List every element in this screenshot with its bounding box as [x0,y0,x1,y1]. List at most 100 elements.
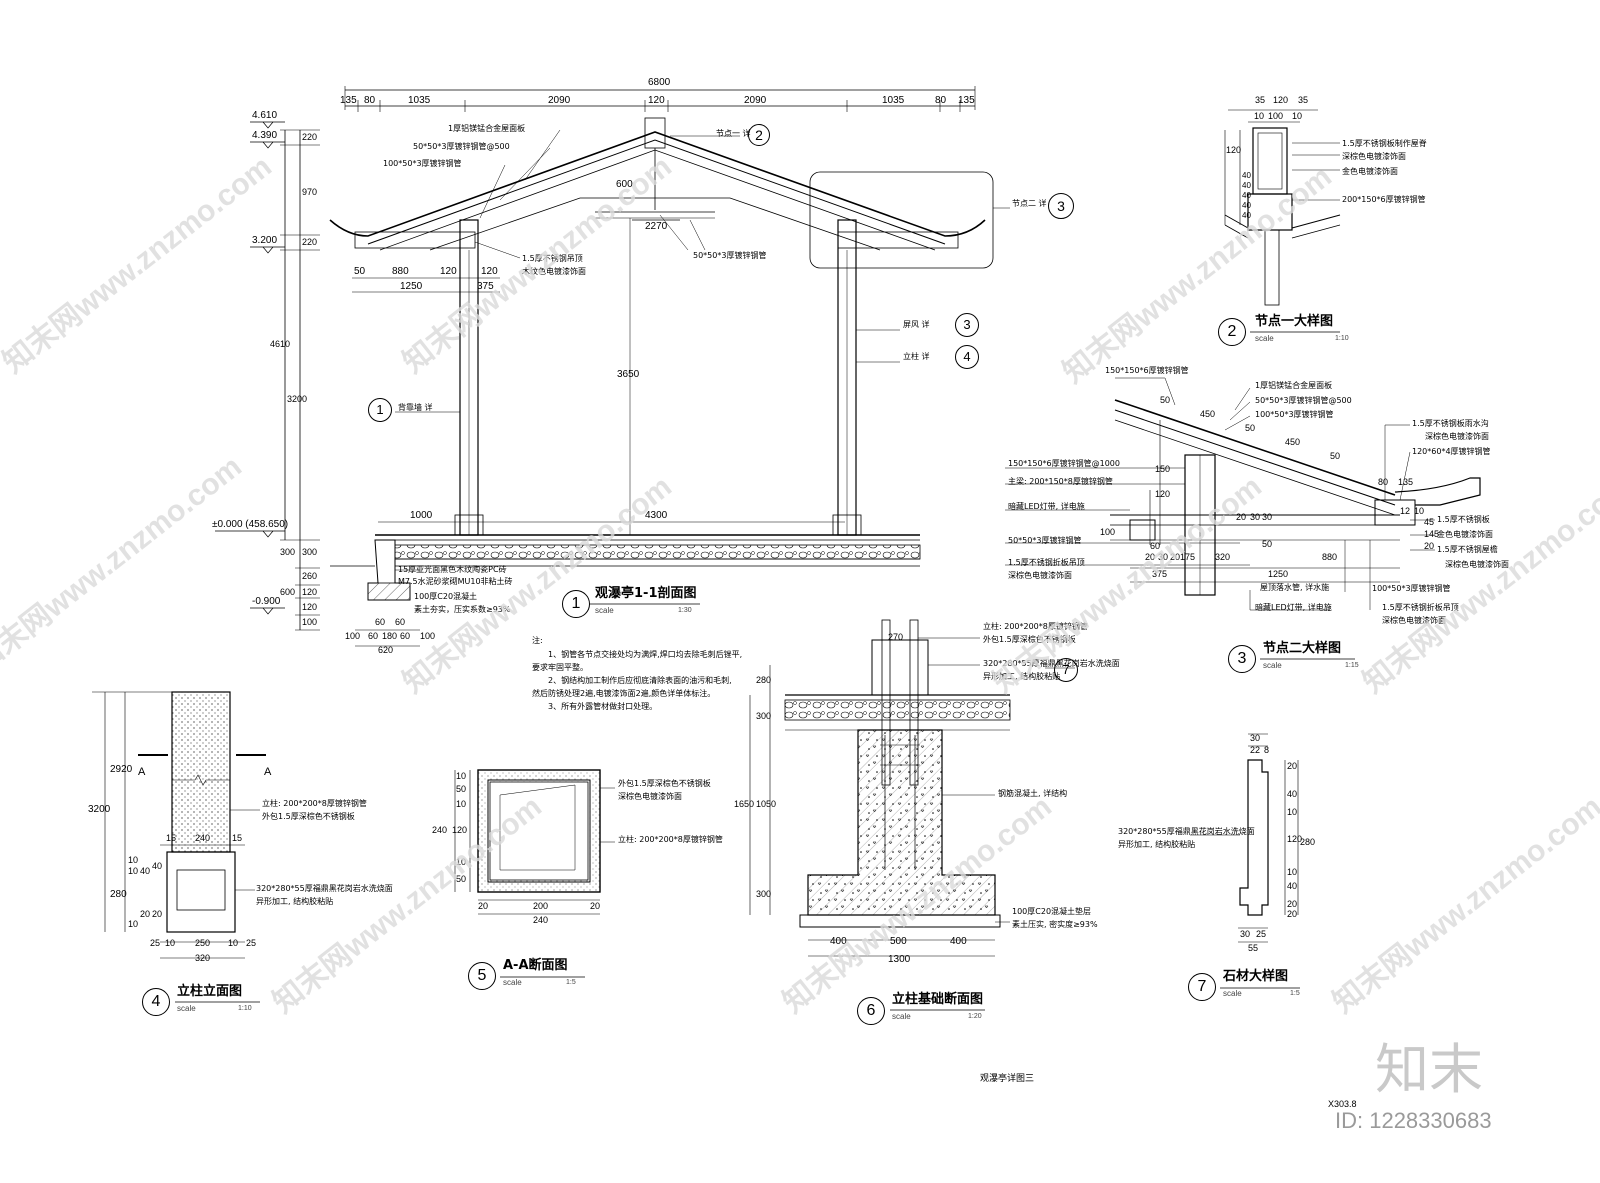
label-floor-layer: M7.5水泥砂浆砌MU10非粘土砖 [398,577,513,586]
dim-node1: 10 [1254,111,1265,121]
dim-aa: 20 [478,901,489,911]
label-roof-panel: 1厚铝镁锰合金屋面板 [448,124,526,133]
dim-node2: 20 [1145,552,1156,562]
dim-col: 20 [140,909,151,919]
note-line: 要求牢固平整。 [532,663,588,672]
dim-inner: 2270 [645,221,668,232]
view-ratio-7: 1:5 [1290,990,1300,997]
sheet-code: X303.8 [1328,1099,1357,1109]
aa-label: 立柱: 200*200*8厚镀锌钢管 [618,835,723,844]
callout-node2: 3 [1048,193,1074,219]
dim-col: 280 [110,889,127,900]
label-floor-layer: 素土夯实，压实系数≥93% [414,605,511,614]
view-ratio-6: 1:20 [968,1013,982,1020]
node2-label: 暗藏LED灯带, 详电施 [1255,603,1332,612]
dim-node2: 20 [1424,541,1435,551]
note-line: 2、钢结构加工制作后应彻底清除表面的油污和毛刺, [548,676,732,685]
node2-label: 100*50*3厚镀锌钢管 [1372,584,1451,593]
dim-eave: 880 [392,266,409,277]
dim-top: 80 [364,95,376,106]
dim-col: 20 [152,909,163,919]
view-number-7: 7 [1188,973,1216,1001]
dim-inner: 600 [616,179,633,190]
dim-node2: 45 [1424,517,1435,527]
footing-label: 320*280*55厚福鼎黑花岗岩水洗烧面 [983,659,1120,668]
dim-node2: 30 [1262,512,1273,522]
dim-stone: 40 [1287,881,1298,891]
label-node2: 节点二 详 [1012,199,1047,208]
view-number-4: 4 [142,988,170,1016]
dim-stone: 55 [1248,943,1259,953]
note-line: 然后防锈处理2遍,电镀漆饰面2遍,颜色详单体标注。 [532,689,716,698]
label-floor-layer: 100厚C20混凝土 [414,592,478,601]
node1-label: 深棕色电镀漆饰面 [1342,152,1406,161]
node2-label: 深棕色电镀漆饰面 [1425,432,1489,441]
dim-top: 2090 [744,95,767,106]
dim-stone: 30 [1240,929,1251,939]
dim-node2: 1250 [1268,569,1289,579]
dim-aa: 10 [456,857,467,867]
dim-inner: 3650 [617,369,640,380]
view-ratio-2: 1:10 [1335,335,1349,342]
view-number-5: 5 [468,962,496,990]
view-number-3: 3 [1228,645,1256,673]
dim-aa: 50 [456,874,467,884]
view-scale-word-2: scale [1255,334,1274,343]
node2-label: 1.5厚不锈钢折板吊顶 [1008,558,1085,567]
dim-stone: 280 [1300,837,1316,847]
dim-footing6: 270 [888,632,904,642]
dim-footing6: 500 [890,936,907,947]
label-ceiling: 1.5厚不锈钢吊顶 [522,254,583,263]
dim-aa: 240 [432,825,448,835]
node2-label: 1.5厚不锈钢屋檐 [1437,545,1498,554]
elevation-label: ±0.000 (458.650) [212,519,289,530]
dim-aa: 10 [456,771,467,781]
elevation-label: 4.390 [252,130,278,141]
view-number-1: 1 [562,590,590,618]
dim-node2: 20 [1236,512,1247,522]
dim-footing6: 1650 [734,799,755,809]
dim-left: 120 [302,587,318,597]
aa-label: 外包1.5厚深棕色不锈钢板 [618,779,711,788]
callout-column: 4 [955,345,979,369]
dim-node1-side: 120 [1226,145,1242,155]
node2-label: 1.5厚不锈钢板雨水沟 [1412,419,1489,428]
node2-label: 深棕色电镀漆饰面 [1382,616,1446,625]
dim-stone: 22 [1250,745,1261,755]
view-scale-word-5: scale [503,978,522,987]
footing-label: 异形加工, 结构胶粘贴 [983,672,1061,681]
view-ratio-4: 1:10 [238,1005,252,1012]
dim-node2: 450 [1200,409,1216,419]
node1-label: 1.5厚不锈钢板制作屋脊 [1342,139,1427,148]
dim-eave: 120 [440,266,457,277]
dim-aa: 50 [456,784,467,794]
note-line: 3、所有外露管材做封口处理。 [548,702,658,711]
dim-col: 10 [128,855,139,865]
node2-label: 1.5厚不锈钢板 [1437,515,1490,524]
section-cut-mark: A [138,766,146,778]
dim-col: 240 [195,833,211,843]
view-title-5: A-A断面图 [503,958,568,973]
dim-inner: 1000 [410,510,433,521]
dim-left: 600 [280,587,296,597]
dim-node2: 175 [1180,552,1196,562]
dim-node1: 100 [1268,111,1284,121]
dim-eave: 1250 [400,281,423,292]
section-cut-mark: A [264,766,272,778]
dim-col: 250 [195,938,211,948]
node1-label: 金色电镀漆饰面 [1342,167,1398,176]
dim-top: 2090 [548,95,571,106]
footing-label: 100厚C20混凝土垫层 [1012,907,1092,916]
dim-node2: 135 [1398,477,1414,487]
dim-footing: 60 [400,631,411,641]
dim-node1: 120 [1273,95,1289,105]
footing-label: 素土压实, 密实度≥93% [1012,920,1098,929]
col-label: 异形加工, 结构胶粘贴 [256,897,334,906]
dim-stone: 10 [1287,867,1298,877]
dim-col: 10 [128,866,139,876]
dim-node1-side: 40 [1242,201,1251,210]
dim-col: 10 [165,938,176,948]
dim-node2: 450 [1285,437,1301,447]
dim-stone: 25 [1256,929,1267,939]
